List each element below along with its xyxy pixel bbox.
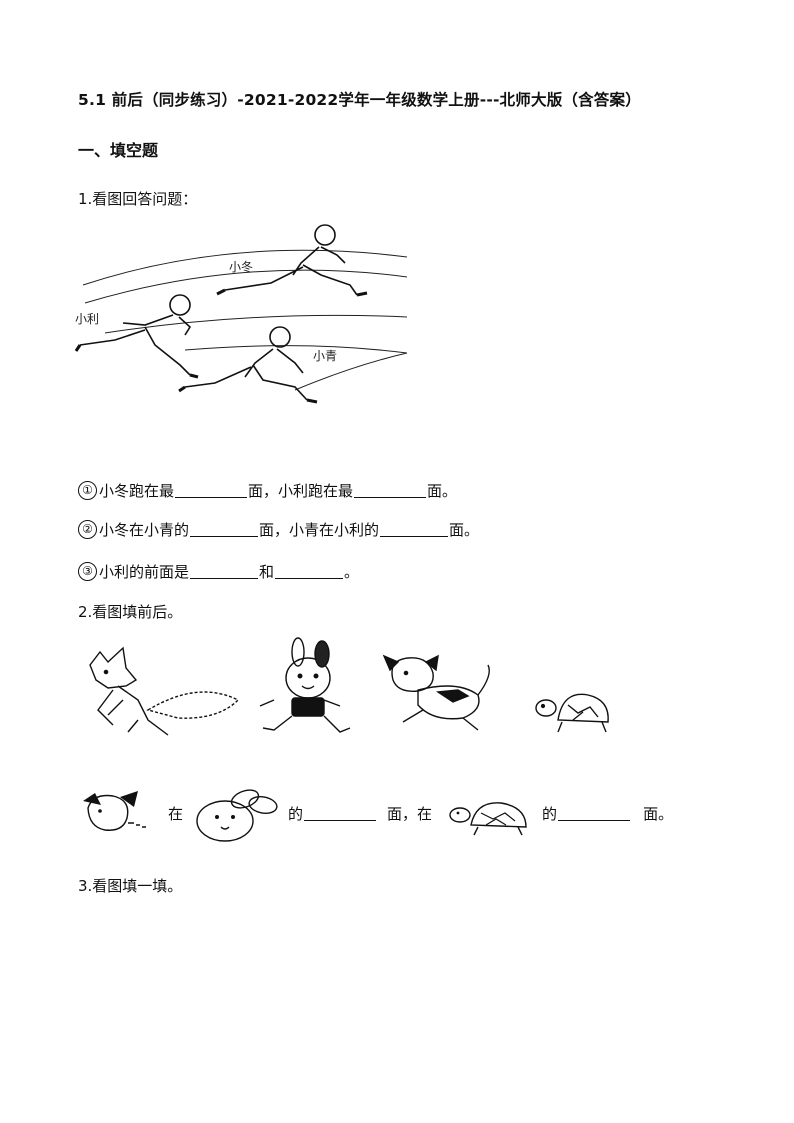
q1-prompt: 1.看图回答问题： bbox=[78, 190, 198, 208]
item-text: 小冬跑在最 bbox=[99, 482, 175, 500]
rabbit-head-icon bbox=[196, 789, 278, 842]
sentence-word: 面，在 bbox=[387, 804, 433, 823]
q1-item-3: ③ 小利的前面是 和 。 bbox=[78, 561, 359, 582]
item-text: 和 bbox=[259, 563, 275, 581]
turtle-drawing bbox=[535, 693, 609, 733]
q2-animals-figure bbox=[89, 637, 609, 736]
label-xiaoqing: 小青 bbox=[313, 349, 337, 363]
item-number: ① bbox=[78, 481, 97, 500]
runner-xiaoqing bbox=[178, 326, 318, 404]
item-text: 面。 bbox=[449, 521, 480, 539]
item-text: 面。 bbox=[427, 482, 458, 500]
item-text: 。 bbox=[344, 563, 360, 581]
sentence-word: 的 bbox=[288, 804, 304, 823]
fox-drawing bbox=[89, 646, 240, 736]
label-xiaodong: 小冬 bbox=[229, 259, 253, 274]
item-text: 小冬在小青的 bbox=[99, 521, 190, 539]
label-xiaoli: 小利 bbox=[75, 312, 99, 326]
answer-blank[interactable] bbox=[190, 564, 259, 579]
section-heading: 一、填空题 bbox=[78, 141, 159, 160]
answer-blank[interactable] bbox=[190, 522, 259, 537]
answer-blank[interactable] bbox=[354, 483, 427, 498]
dog-drawing bbox=[382, 654, 490, 731]
dog-head-icon bbox=[83, 791, 146, 831]
answer-blank[interactable] bbox=[304, 806, 377, 821]
answer-blank[interactable] bbox=[175, 483, 248, 498]
item-number: ② bbox=[78, 520, 97, 539]
item-text: 面，小青在小利的 bbox=[259, 521, 380, 539]
answer-blank[interactable] bbox=[275, 564, 344, 579]
runner-xiaoli bbox=[74, 294, 199, 379]
q1-item-1: ① 小冬跑在最 面，小利跑在最 面。 bbox=[78, 480, 457, 501]
rabbit-drawing bbox=[259, 637, 351, 733]
item-number: ③ bbox=[78, 562, 97, 581]
sentence-word: 面。 bbox=[643, 804, 674, 823]
q2-sentence: 在 的 面，在 的 面。 bbox=[78, 783, 673, 843]
item-text: 面，小利跑在最 bbox=[248, 482, 354, 500]
runner-xiaodong bbox=[216, 224, 368, 297]
page-title: 5.1 前后（同步练习）-2021-2022学年一年级数学上册---北师大版（含… bbox=[78, 91, 641, 109]
q1-item-2: ② 小冬在小青的 面，小青在小利的 面。 bbox=[78, 519, 479, 540]
q3-prompt: 3.看图填一填。 bbox=[78, 877, 183, 895]
answer-blank[interactable] bbox=[558, 806, 631, 821]
q1-running-figure: 小冬 小利 小青 bbox=[74, 224, 408, 404]
sentence-word: 在 bbox=[168, 804, 184, 823]
item-text: 小利的前面是 bbox=[99, 563, 190, 581]
answer-blank[interactable] bbox=[380, 522, 449, 537]
q2-prompt: 2.看图填前后。 bbox=[78, 603, 183, 621]
turtle-icon bbox=[449, 802, 527, 836]
sentence-word: 的 bbox=[542, 804, 558, 823]
